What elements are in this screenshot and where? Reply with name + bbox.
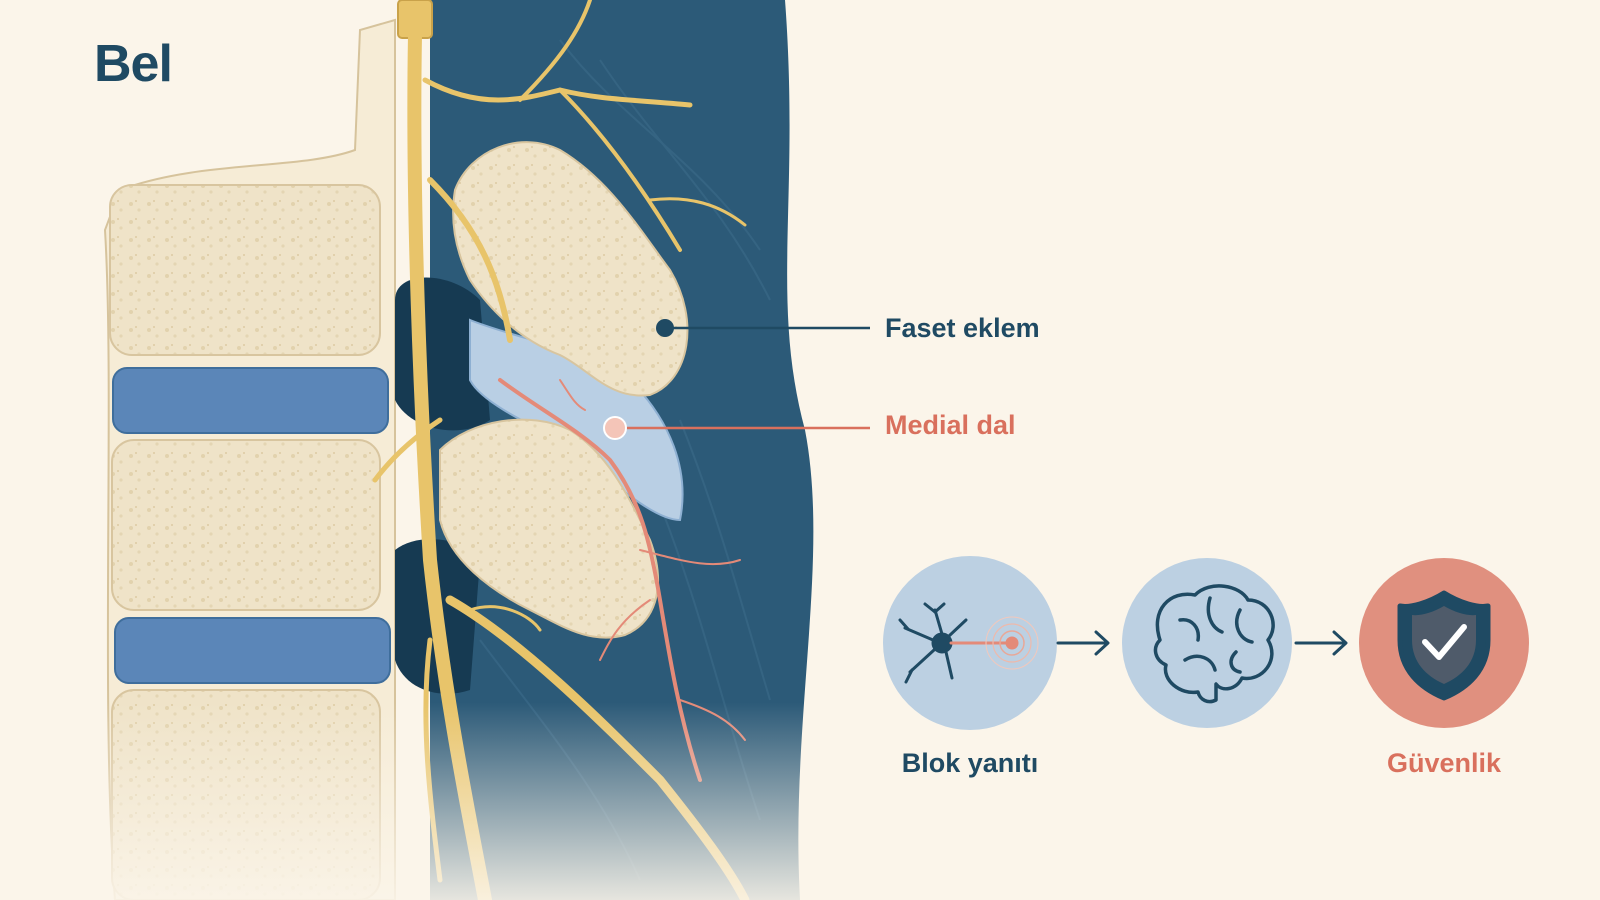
medial-branch-label: Medial dal <box>885 410 1016 440</box>
step-label-block-response: Blok yanıtı <box>901 748 1039 778</box>
step-label-safety: Güvenlik <box>1386 748 1502 778</box>
neuron-signal-icon <box>898 602 1039 684</box>
facet-joint-label: Faset eklem <box>885 313 1040 343</box>
shield-check-icon <box>1397 590 1491 701</box>
leader-line-facet <box>656 319 870 337</box>
page-title: Bel <box>94 35 173 93</box>
brain-icon <box>1153 584 1275 704</box>
leader-line-medial <box>603 416 870 440</box>
arrow-right-icon <box>1294 630 1348 656</box>
arrow-right-icon <box>1056 630 1110 656</box>
